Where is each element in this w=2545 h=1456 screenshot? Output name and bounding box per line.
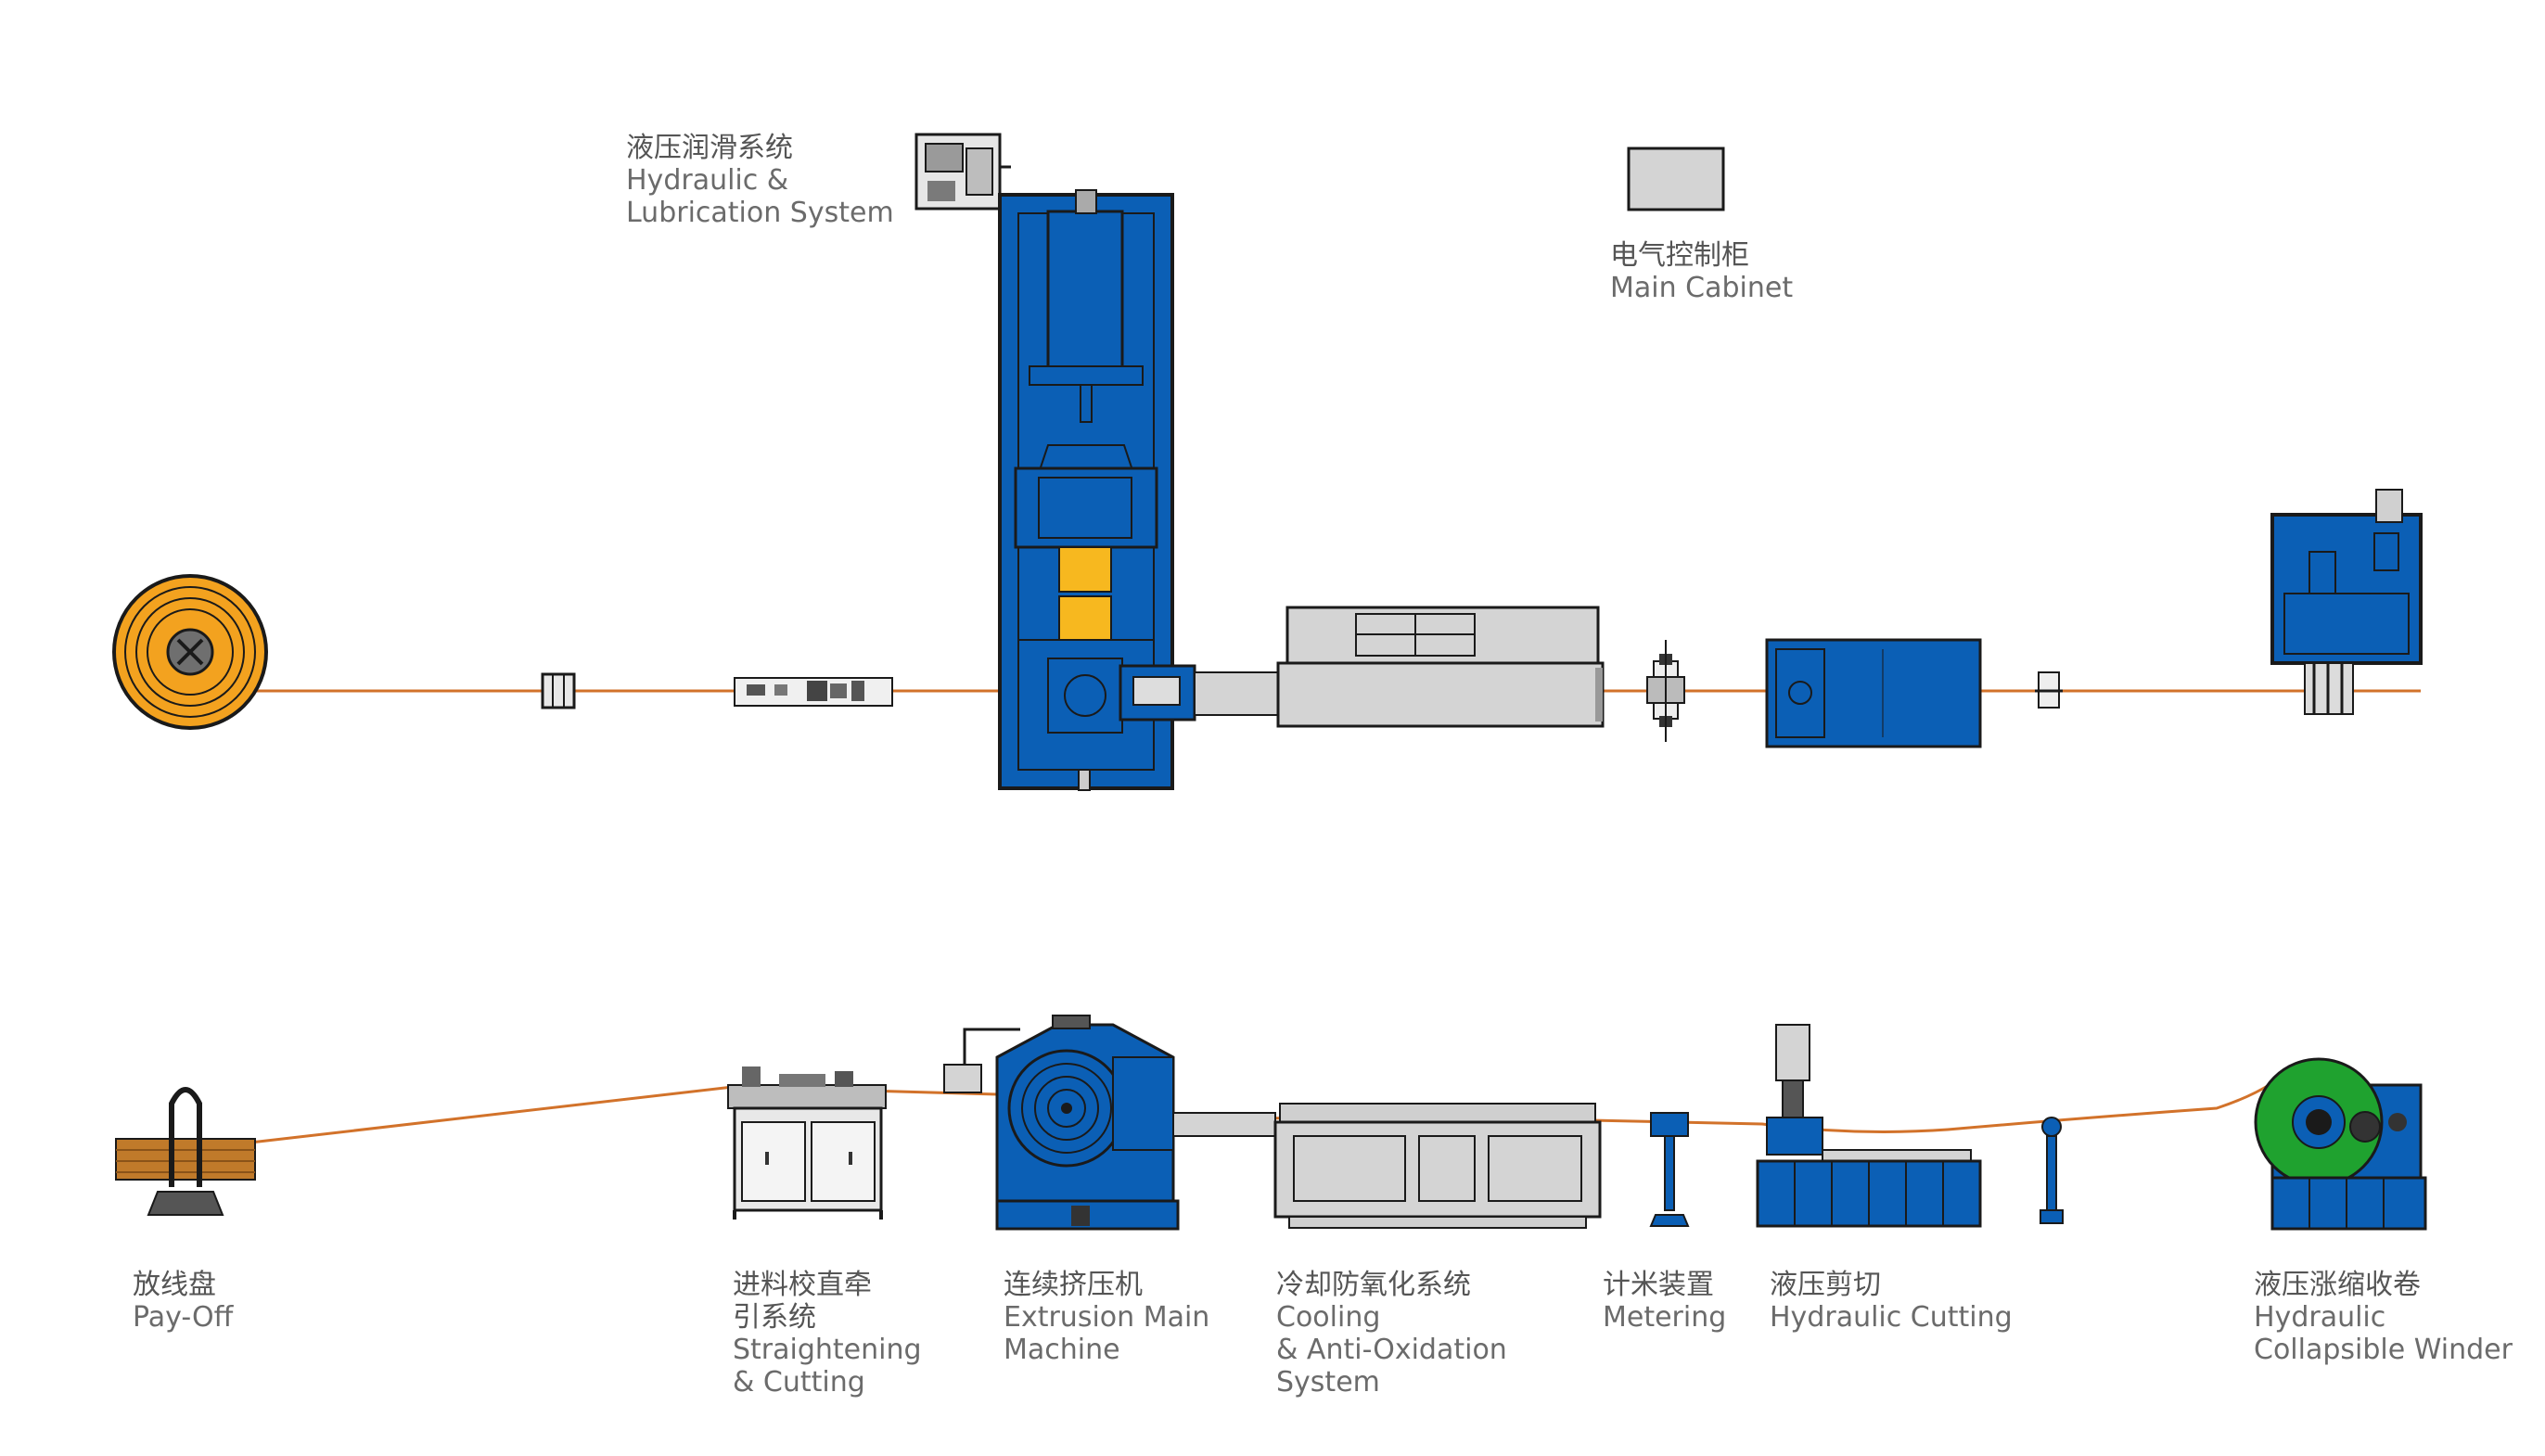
label-cn: 引系统 [733,1301,816,1334]
label-en: Hydraulic Cutting [1770,1301,2013,1334]
label-en: Collapsible Winder [2254,1334,2513,1366]
label-cn: 电气控制柜 [1610,239,1749,272]
top-winder [2270,489,2423,715]
label-cn: 放线盘 [133,1269,216,1301]
label-en: & Cutting [733,1366,865,1399]
main-cabinet-box [1627,147,1725,211]
label-cn: 连续挤压机 [1004,1269,1143,1301]
label-winder: 液压涨缩收卷 Hydraulic Collapsible Winder [2254,1269,2513,1366]
top-guide-roller [2035,671,2063,709]
side-metering-device [1649,1112,1690,1227]
label-metering: 计米装置 Metering [1603,1269,1726,1334]
label-straightening: 进料校直牵 引系统 Straightening & Cutting [733,1269,922,1399]
label-en: Straightening [733,1334,922,1366]
label-cn: 液压涨缩收卷 [2254,1269,2421,1301]
side-cooling-system [1273,1103,1602,1229]
label-extrusion: 连续挤压机 Extrusion Main Machine [1004,1269,1209,1366]
label-cn: 液压剪切 [1770,1269,1881,1301]
top-metering-device [1646,640,1685,742]
label-en: Metering [1603,1301,1727,1334]
label-en: Extrusion Main [1004,1301,1210,1334]
label-main-cabinet: 电气控制柜 Main Cabinet [1610,239,1793,304]
top-hydraulic-lubrication-unit [914,133,1011,211]
label-hydraulic-lubrication: 液压润滑系统 Hydraulic & Lubrication System [626,132,894,229]
label-en: Cooling [1276,1301,1381,1334]
label-en: Main Cabinet [1610,272,1794,304]
top-cooling-system [1276,606,1605,728]
label-en: Pay-Off [133,1301,234,1334]
side-collapsible-winder [2254,1057,2427,1231]
label-cn: 计米装置 [1603,1269,1714,1301]
side-straightening-unit [727,1066,887,1220]
top-payoff-spool [112,574,268,730]
side-hydraulic-cutting [1756,1024,1982,1228]
label-cn: 液压润滑系统 [626,132,793,164]
side-payoff [115,1087,256,1216]
side-guide-post [2040,1117,2064,1224]
label-cutting: 液压剪切 Hydraulic Cutting [1770,1269,2013,1334]
label-en: System [1276,1366,1380,1399]
label-cooling: 冷却防氧化系统 Cooling & Anti-Oxidation System [1276,1269,1507,1399]
label-cn: 冷却防氧化系统 [1276,1269,1471,1301]
top-extrusion-machine [998,189,1288,791]
label-en: Hydraulic [2254,1301,2386,1334]
top-straightening-unit [734,677,893,707]
label-payoff: 放线盘 Pay-Off [133,1269,233,1334]
label-en: Lubrication System [626,197,894,229]
label-en: & Anti-Oxidation [1276,1334,1507,1366]
label-en: Machine [1004,1334,1120,1366]
label-en: Hydraulic & [626,164,789,197]
label-cn: 进料校直牵 [733,1269,872,1301]
top-guide-block [541,672,576,709]
top-hydraulic-cutting [1765,638,1982,748]
side-extrusion-machine [943,1015,1276,1231]
